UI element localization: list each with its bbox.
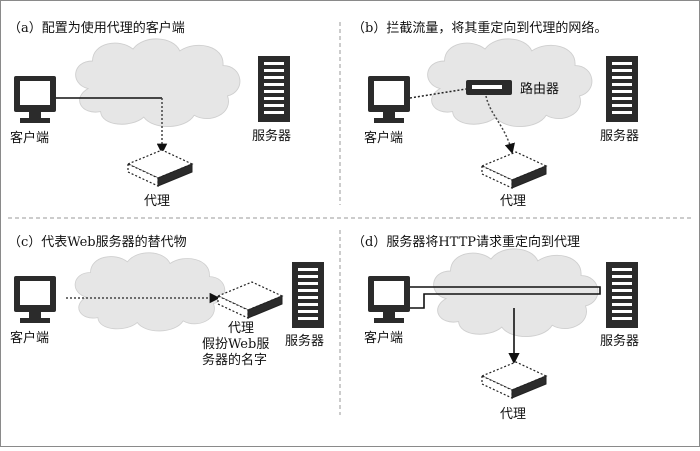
panel-d-redirect-path — [410, 286, 601, 309]
panel-c-client-label: 客户端 — [10, 330, 49, 346]
panel-c-proxy-note-line2: 务器的名字 — [202, 352, 267, 368]
panel-d-caption: （d）服务器将HTTP请求重定向到代理 — [352, 234, 580, 250]
panel-b-proxy-icon — [481, 151, 547, 189]
panel-a-cloud — [75, 38, 241, 128]
panel-c-server-icon — [292, 262, 324, 328]
panel-d-server-label: 服务器 — [600, 333, 639, 349]
panel-b-server-label: 服务器 — [600, 128, 639, 144]
panel-a-caption: （a）配置为使用代理的客户端 — [8, 20, 185, 36]
panel-c-server-label: 服务器 — [285, 333, 324, 349]
panel-b-client-label: 客户端 — [364, 130, 403, 146]
panel-d-server-icon — [606, 262, 638, 328]
panel-c: （c）代表Web服务器的替代物 客户端 服务器 代理 假扮Web服 务器的名字 — [8, 234, 324, 368]
panel-a: （a）配置为使用代理的客户端 客户端 服务器 代理 — [8, 20, 291, 209]
panel-c-cloud — [74, 252, 226, 332]
panel-d-proxy-icon — [481, 361, 547, 399]
panel-c-proxy-icon — [217, 281, 283, 319]
panel-a-server-icon — [258, 56, 290, 122]
panel-a-server-label: 服务器 — [252, 128, 291, 144]
panel-c-proxy-note-line1: 假扮Web服 — [202, 337, 269, 352]
panel-b-client-icon — [368, 76, 410, 123]
panel-d-cloud — [433, 248, 599, 338]
panel-b-link-to-router — [409, 88, 467, 99]
panel-d-client-label: 客户端 — [364, 330, 403, 346]
panel-d-client-icon — [368, 276, 410, 323]
panel-c-caption: （c）代表Web服务器的替代物 — [8, 234, 187, 250]
panel-b-server-icon — [606, 56, 638, 122]
panel-b: （b）拦截流量，将其重定向到代理的网络。 客户端 服务器 路由器 代理 — [352, 20, 639, 209]
panel-b-arrow-to-proxy — [485, 95, 515, 155]
panel-a-proxy-label: 代理 — [144, 194, 170, 209]
panel-b-router-label: 路由器 — [520, 81, 559, 97]
panel-a-proxy-icon — [127, 149, 193, 187]
panel-c-proxy-label: 代理 — [228, 321, 254, 336]
panel-a-client-icon — [14, 76, 56, 123]
panel-a-client-label: 客户端 — [10, 130, 49, 146]
panel-d: （d）服务器将HTTP请求重定向到代理 客户端 服务器 代理 — [352, 234, 639, 422]
panel-c-client-icon — [14, 276, 56, 323]
panel-d-proxy-label: 代理 — [500, 407, 526, 422]
panel-b-proxy-label: 代理 — [500, 194, 526, 209]
panel-b-caption: （b）拦截流量，将其重定向到代理的网络。 — [352, 20, 607, 36]
